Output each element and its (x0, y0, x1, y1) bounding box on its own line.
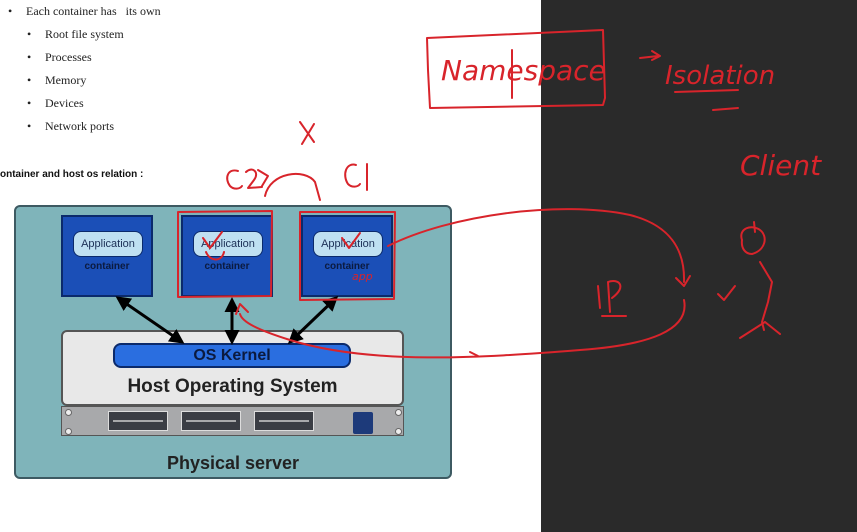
bullet-marker: • (27, 73, 32, 87)
screw-icon (65, 428, 72, 435)
check-icon (202, 231, 223, 249)
server-rack (61, 406, 404, 436)
namespace-box (426, 29, 606, 109)
section-heading: ontainer and host os relation : (0, 169, 144, 180)
arrow-container3-kernel (287, 295, 339, 345)
x-mark-icon (299, 121, 315, 145)
container-label: container (84, 261, 130, 272)
bullet-marker: • (27, 119, 32, 133)
check-icon (341, 232, 361, 249)
client-check (717, 285, 736, 301)
list-item-text: Root file system (45, 27, 124, 41)
physical-server-label: Physical server (166, 453, 300, 473)
client-note: Client (740, 149, 822, 182)
bullet-marker: • (8, 4, 13, 18)
list-item-text: Network ports (45, 119, 114, 133)
return-arrowhead (235, 303, 249, 315)
drive-bay (181, 411, 241, 431)
c2-letter-c (226, 169, 243, 190)
client-head (740, 226, 766, 255)
container-box-3: Application container (301, 215, 393, 297)
ip-letter-p (607, 280, 622, 313)
c2-digit (245, 168, 263, 189)
bullet-marker: • (27, 96, 32, 110)
host-os-label: Host Operating System (127, 376, 338, 397)
dark-canvas-panel (541, 0, 857, 532)
arrow-icon (639, 50, 661, 61)
namespace-note: Namespace (441, 54, 606, 87)
arrow-container1-kernel (115, 296, 185, 344)
arc-arrowhead (257, 169, 269, 187)
app-note: app (352, 270, 373, 283)
rack-badge (353, 412, 373, 434)
bullet-marker: • (27, 50, 32, 64)
container-label: container (204, 261, 250, 272)
screw-icon (65, 409, 72, 416)
application-label: Application (313, 231, 383, 257)
application-label: Application (73, 231, 143, 257)
request-loop (387, 208, 686, 283)
c1-letter-c (344, 163, 361, 188)
scribble (205, 251, 225, 261)
return-loop (239, 299, 686, 359)
client-antenna (753, 221, 756, 233)
drive-bay (108, 411, 168, 431)
client-body (759, 261, 773, 331)
container-box-1: Application container (61, 215, 153, 297)
client-legs (739, 321, 781, 339)
list-item-text: Memory (45, 73, 87, 87)
ip-letter-i (597, 285, 601, 309)
container-1-outline (299, 211, 396, 301)
isolation-underline-2 (712, 107, 739, 111)
isolation-note: Isolation (665, 61, 775, 91)
loop-arrowhead (675, 275, 691, 287)
bullet-marker: • (27, 27, 32, 41)
bullet-intro-text: Each container has its own (26, 4, 161, 18)
container-2-outline (177, 210, 273, 298)
screw-icon (395, 409, 402, 416)
isolation-underline (674, 89, 739, 93)
drive-bay (254, 411, 314, 431)
list-item-text: Processes (45, 50, 92, 64)
return-mark (469, 351, 479, 357)
list-item-text: Devices (45, 96, 84, 110)
screw-icon (395, 428, 402, 435)
container-label: container (324, 261, 370, 272)
switch-arc (264, 173, 321, 201)
